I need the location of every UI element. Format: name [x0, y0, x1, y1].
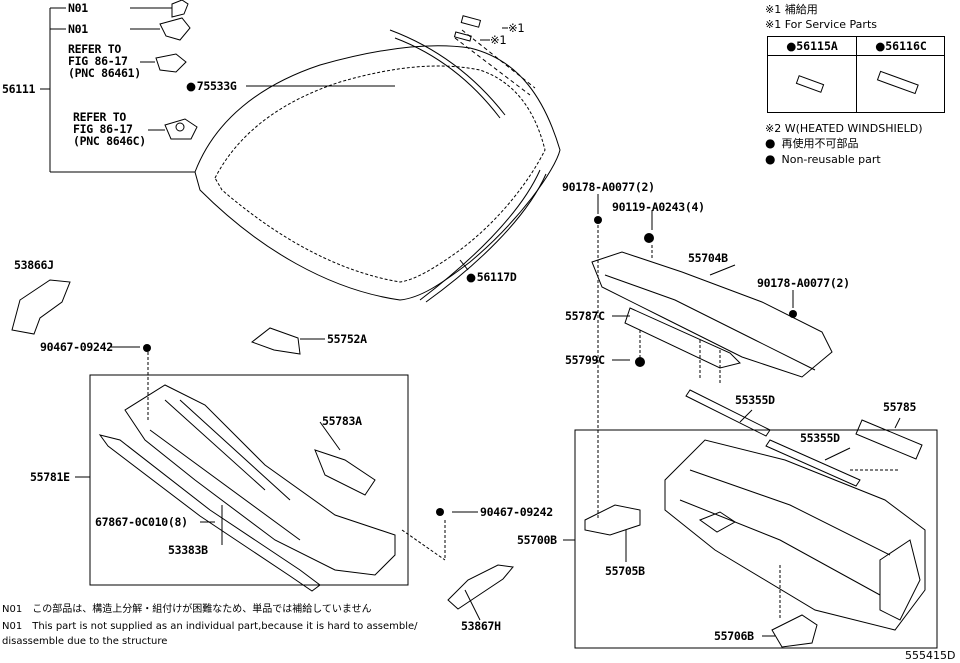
- label-refer1-line3: (PNC 86461): [68, 66, 141, 80]
- part-55355D-strip-b: [765, 439, 861, 487]
- legend-nonreusable-en-row: ● Non-reusable part: [765, 152, 881, 167]
- nonreusable-dot-icon: ●: [765, 136, 776, 150]
- legend-note1-jp: ※1 補給用: [765, 3, 818, 16]
- label-53866J: 53866J: [14, 258, 54, 272]
- label-90178-A0077-b: 90178-A0077(2): [757, 276, 850, 290]
- service-part-56116C-picture: [876, 70, 919, 95]
- figure-id: 555415D: [905, 649, 956, 662]
- legend-nonreusable-jp-row: ● 再使用不可部品: [765, 136, 859, 151]
- legend-note1-en: ※1 For Service Parts: [765, 18, 877, 31]
- label-55781E: 55781E: [30, 470, 70, 484]
- label-refer1-line1: REFER TO: [68, 42, 121, 56]
- label-55705B: 55705B: [605, 564, 645, 578]
- table-divider: [856, 37, 857, 112]
- label-75533G: 75533G: [186, 80, 237, 93]
- label-refer1-line2: FIG 86-17: [68, 54, 128, 68]
- label-90178-A0077-a: 90178-A0077(2): [562, 180, 655, 194]
- label-55799C: 55799C: [565, 353, 605, 367]
- footnote-n01-en-line2: disassemble due to the structure: [2, 636, 168, 647]
- label-55355D-b: 55355D: [800, 431, 840, 445]
- label-55704B: 55704B: [688, 251, 728, 265]
- service-parts-table: 56115A 56116C: [767, 36, 945, 113]
- label-90119-A0243: 90119-A0243(4): [612, 200, 705, 214]
- part-53867H-shape: [447, 564, 514, 610]
- label-55706B: 55706B: [714, 629, 754, 643]
- label-53383B: 53383B: [168, 543, 208, 557]
- leader-lines: [40, 7, 901, 637]
- windshield-glass: [194, 15, 561, 303]
- part-55704B-shape: [591, 251, 833, 378]
- footnote-n01-en-line1: N01 This part is not supplied as an indi…: [2, 621, 418, 632]
- part-55705B-shape: [584, 504, 641, 536]
- footnote-n01-jp: N01 この部品は、構造上分解・組付けが困難なため、単品では補給していません: [2, 604, 372, 615]
- clip-parts-upper-left: [155, 0, 198, 140]
- label-55355D-a: 55355D: [735, 393, 775, 407]
- label-n01-a: N01: [68, 1, 88, 15]
- label-55785: 55785: [883, 400, 917, 414]
- label-56117D: 56117D: [466, 271, 517, 284]
- label-55783A: 55783A: [322, 414, 362, 428]
- service-part-56115A: 56115A: [768, 37, 856, 56]
- label-n01-b: N01: [68, 22, 88, 36]
- label-mark1-b: ※1: [490, 33, 507, 47]
- label-90467-09242-b: 90467-09242: [480, 505, 553, 519]
- part-55752A-shape: [250, 327, 301, 355]
- label-55700B: 55700B: [517, 533, 557, 547]
- label-67867-0C010: 67867-0C010(8): [95, 515, 188, 529]
- label-refer2-line1: REFER TO: [73, 110, 126, 124]
- cowl-louver-shape: [98, 384, 396, 592]
- part-53866J-shape: [11, 279, 71, 335]
- dash-panel-box: [574, 429, 938, 649]
- part-55700B-shape: [664, 439, 926, 631]
- label-refer2-line3: (PNC 8646C): [73, 134, 146, 148]
- label-90467-09242-a: 90467-09242: [40, 340, 113, 354]
- part-55706B-shape: [771, 614, 818, 648]
- label-56111: 56111: [2, 82, 36, 96]
- clip-glyphs: [143, 216, 797, 516]
- service-part-56115A-picture: [795, 75, 825, 93]
- legend-nonreusable-en: Non-reusable part: [781, 153, 881, 166]
- label-53867H: 53867H: [461, 619, 501, 633]
- cowl-assembly-box: [89, 374, 409, 586]
- label-55787C: 55787C: [565, 309, 605, 323]
- legend-nonreusable-jp: 再使用不可部品: [781, 137, 859, 150]
- label-refer2-line2: FIG 86-17: [73, 122, 133, 136]
- label-mark1-a: ※1: [508, 21, 525, 35]
- service-part-56116C: 56116C: [857, 37, 945, 56]
- part-55355D-strip-a: [685, 389, 771, 437]
- legend-note2: ※2 W(HEATED WINDSHIELD): [765, 122, 923, 135]
- nonreusable-dot-icon: ●: [765, 152, 776, 166]
- part-55785-pad: [855, 419, 923, 460]
- label-55752A: 55752A: [327, 332, 367, 346]
